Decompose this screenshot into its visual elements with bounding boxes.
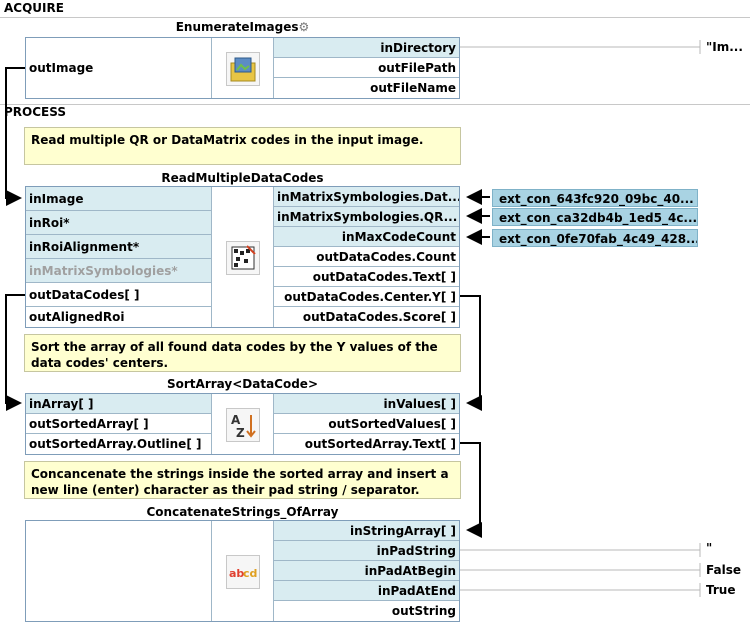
port-outDataCodes-score[interactable]: outDataCodes.Score[ ] [274,307,459,327]
port-inDirectory[interactable]: inDirectory [274,38,459,58]
port-inValues[interactable]: inValues[ ] [274,394,459,414]
port-inMatrixSymbologies-dat[interactable]: inMatrixSymbologies.Dat... [274,187,459,207]
port-outDataCodes-text[interactable]: outDataCodes.Text[ ] [274,267,459,287]
comment-read-codes: Read multiple QR or DataMatrix codes in … [24,127,461,165]
port-inMatrixSymbologies-qr[interactable]: inMatrixSymbologies.QR... [274,207,459,227]
concat-inputs [26,521,212,621]
datamatrix-icon [226,241,260,275]
read-data-codes-title: ReadMultipleDataCodes [161,171,324,185]
enumerate-outputs: inDirectory outFilePath outFileName [273,38,459,98]
ext-connector-2[interactable]: ext_con_ca32db4b_1ed5_4c... [492,208,698,226]
port-inImage[interactable]: inImage [26,187,211,211]
port-inRoi[interactable]: inRoi* [26,211,211,235]
port-outFileName[interactable]: outFileName [274,78,459,98]
port-outFilePath[interactable]: outFilePath [274,58,459,78]
enumerate-images-title: EnumerateImages⚙ [25,20,460,34]
port-inPadAtEnd[interactable]: inPadAtEnd [274,581,459,601]
port-inPadAtBegin[interactable]: inPadAtBegin [274,561,459,581]
enumerate-images-block[interactable]: outImage inDirectory outFilePath outFile… [25,37,460,99]
ext-connector-3[interactable]: ext_con_0fe70fab_4c49_428... [492,229,698,247]
enumerate-inputs: outImage [26,38,212,98]
sort-inputs: inArray[ ] outSortedArray[ ] outSortedAr… [26,394,212,454]
port-outSortedArray-outline[interactable]: outSortedArray.Outline[ ] [26,434,211,454]
value-inPadAtEnd[interactable]: True [706,583,736,597]
port-inStringArray[interactable]: inStringArray[ ] [274,521,459,541]
separator-acquire [0,17,750,18]
value-inPadString[interactable]: " [706,541,713,555]
sort-array-title: SortArray<DataCode> [167,377,318,391]
port-outSortedArray-text[interactable]: outSortedArray.Text[ ] [274,434,459,454]
read-outputs: inMatrixSymbologies.Dat... inMatrixSymbo… [273,187,459,327]
port-outAlignedRoi[interactable]: outAlignedRoi [26,307,211,327]
comment-sort-codes: Sort the array of all found data codes b… [24,334,461,372]
enumerate-images-title-text: EnumerateImages [175,20,299,34]
separator-process [0,104,750,105]
concatenate-title: ConcatenateStrings_OfArray [146,505,339,519]
port-outString[interactable]: outString [274,601,459,621]
ext-connector-1[interactable]: ext_con_643fc920_09bc_40... [492,189,698,207]
port-inArray[interactable]: inArray[ ] [26,394,211,414]
svg-text:ab: ab [229,567,244,580]
value-inPadAtBegin[interactable]: False [706,563,741,577]
svg-text:cd: cd [243,567,257,580]
port-outDataCodes-center-y[interactable]: outDataCodes.Center.Y[ ] [274,287,459,307]
concat-outputs: inStringArray[ ] inPadString inPadAtBegi… [273,521,459,621]
port-outDataCodes[interactable]: outDataCodes[ ] [26,283,211,307]
port-inPadString[interactable]: inPadString [274,541,459,561]
comment-concat-strings: Concancenate the strings inside the sort… [24,461,461,499]
svg-text:A: A [231,413,241,427]
port-outSortedValues[interactable]: outSortedValues[ ] [274,414,459,434]
port-inMaxCodeCount[interactable]: inMaxCodeCount [274,227,459,247]
read-inputs: inImage inRoi* inRoiAlignment* inMatrixS… [26,187,212,327]
section-process: PROCESS [4,105,66,119]
value-inDirectory[interactable]: "Im... [706,40,743,54]
read-data-codes-block[interactable]: inImage inRoi* inRoiAlignment* inMatrixS… [25,186,460,328]
folder-images-icon [226,52,260,86]
port-outSortedArray[interactable]: outSortedArray[ ] [26,414,211,434]
port-outImage[interactable]: outImage [26,58,211,78]
port-outDataCodes-count[interactable]: outDataCodes.Count [274,247,459,267]
port-inMatrixSymbologies[interactable]: inMatrixSymbologies* [26,259,211,283]
port-inRoiAlignment[interactable]: inRoiAlignment* [26,235,211,259]
svg-text:Z: Z [236,426,245,440]
sort-array-block[interactable]: inArray[ ] outSortedArray[ ] outSortedAr… [25,393,460,455]
gear-icon[interactable]: ⚙ [298,20,310,34]
section-acquire: ACQUIRE [4,1,64,15]
sort-outputs: inValues[ ] outSortedValues[ ] outSorted… [273,394,459,454]
